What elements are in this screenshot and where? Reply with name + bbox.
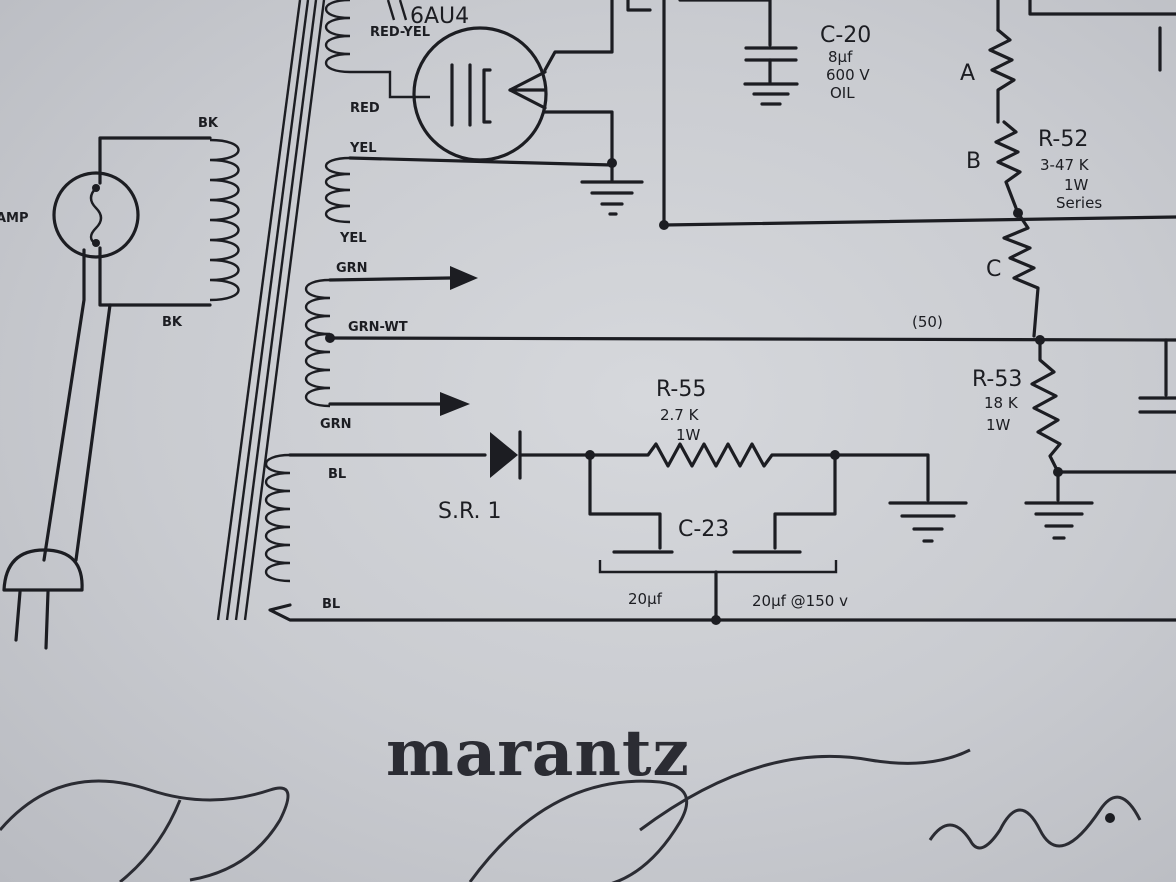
r55-power: 1W	[676, 426, 701, 444]
c23-name: C-23	[678, 517, 729, 542]
label-amp: AMP	[0, 211, 29, 226]
c20-cap: 8µf	[828, 48, 853, 66]
r55-name: R-55	[656, 377, 706, 402]
r53-power: 1W	[986, 416, 1011, 434]
r52-name: R-52	[1038, 127, 1088, 152]
secondary-coil-yel	[325, 156, 351, 224]
c20-name: C-20	[820, 23, 871, 48]
label-bl-top: BL	[328, 467, 346, 482]
label-grn-wt: GRN-WT	[348, 320, 408, 335]
c20-type: OIL	[830, 84, 855, 102]
r53-value: 18 K	[984, 394, 1019, 412]
ground-symbol-r55	[888, 501, 968, 543]
r52-note: Series	[1056, 194, 1102, 212]
label-yel-top: YEL	[349, 141, 377, 156]
c23-cap-right: 20µf @150 v	[752, 592, 848, 610]
rectifier-sr1	[490, 430, 592, 480]
arrow-grn-bottom	[440, 392, 470, 416]
secondary-coil-bl	[264, 453, 291, 583]
r53-name: R-53	[972, 367, 1022, 392]
label-bl-bottom: BL	[322, 597, 340, 612]
pilot-lamp	[52, 171, 140, 259]
label-grn-bottom: GRN	[320, 417, 352, 432]
tube-name: 6AU4	[410, 4, 469, 29]
transformer-primary-coil	[209, 138, 240, 302]
arrow-grn-top	[450, 266, 478, 290]
r52-value: 3-47 K	[1040, 156, 1090, 174]
node-50: (50)	[912, 313, 943, 331]
resistor-r55	[588, 442, 837, 468]
label-red-yel: RED-YEL	[370, 25, 430, 40]
resistor-r52	[988, 0, 1040, 338]
ground-symbol-tube	[580, 180, 644, 216]
r52-power: 1W	[1064, 176, 1089, 194]
label-red: RED	[350, 101, 380, 116]
secondary-coil-red	[324, 0, 430, 99]
label-grn-top: GRN	[336, 261, 368, 276]
label-bk-bottom: BK	[162, 315, 183, 330]
secondary-coil-grn	[304, 278, 331, 408]
c20-volt: 600 V	[826, 66, 870, 84]
r52-tap-b: B	[966, 149, 981, 174]
lamp-circuit	[2, 136, 212, 650]
script-title-decoration	[0, 748, 1142, 882]
brand-logo: marantz	[386, 716, 690, 791]
r55-value: 2.7 K	[660, 406, 700, 424]
capacitor-c20	[678, 0, 799, 106]
power-plug	[2, 548, 84, 592]
c23-cap-left: 20µf	[628, 590, 663, 608]
capacitor-c23	[588, 453, 838, 622]
label-yel-bottom: YEL	[339, 231, 367, 246]
sr1-name: S.R. 1	[438, 499, 501, 524]
r52-tap-a: A	[960, 61, 975, 86]
resistor-r53	[1024, 338, 1176, 540]
label-bk-top: BK	[198, 116, 219, 131]
transformer-core	[216, 0, 326, 621]
r52-tap-c: C	[986, 257, 1001, 282]
